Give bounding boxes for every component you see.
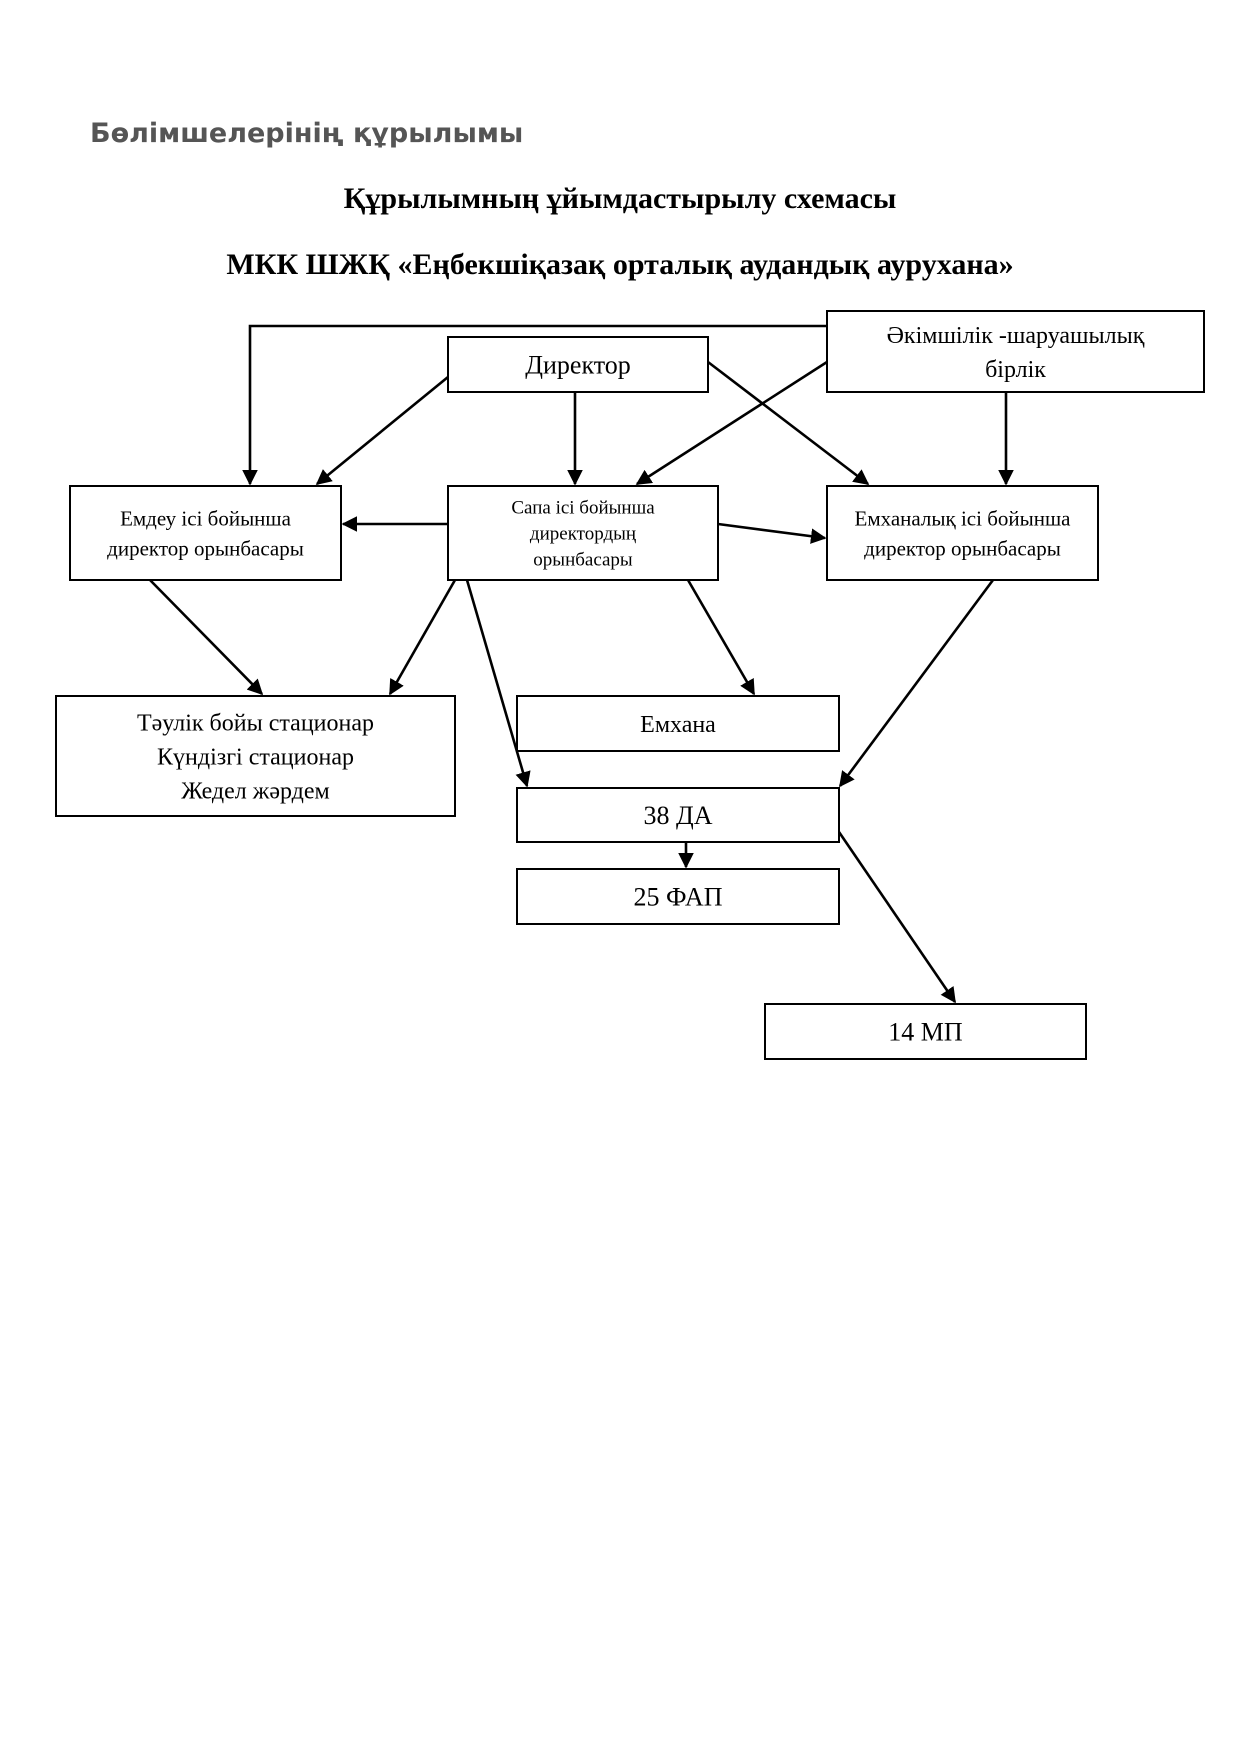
- node-label-deputy_quality-0: Сапа ісі бойынша: [511, 498, 655, 519]
- node-box-deputy_treatment: [69, 485, 342, 581]
- section-heading: Бөлімшелерінің құрылымы: [90, 118, 524, 149]
- node-admin: Әкімшілік -шаруашылық бірлік: [826, 310, 1205, 393]
- node-box-stationary: [55, 695, 456, 817]
- node-label-deputy_quality-1: директордың: [530, 524, 636, 545]
- organization-title: МКК ШЖҚ «Еңбекшіқазақ орталық аудандық а…: [226, 248, 1014, 281]
- node-label-deputy_polyclinic-0: Емханалық ісі бойынша: [855, 506, 1072, 530]
- arrow-deputy_quality-to-polyclinic: [686, 579, 756, 696]
- arrow-da-to-mp: [837, 831, 957, 1004]
- node-label-director-0: Директор: [525, 351, 631, 380]
- node-deputy_polyclinic: Емханалық ісі бойынша директор орынбасары: [826, 485, 1099, 581]
- node-deputy_treatment: Емдеу ісі бойынша директор орынбасары: [69, 485, 342, 581]
- arrow-director-to-deputy_polyclinic: [707, 360, 870, 486]
- node-label-stationary-2: Жедел жәрдем: [181, 778, 329, 804]
- arrow-admin-to-deputy_treatment: [242, 324, 827, 486]
- node-da: 38 ДА: [516, 787, 840, 843]
- node-fap: 25 ФАП: [516, 868, 840, 925]
- node-label-admin-0: Әкімшілік -шаруашылық: [887, 323, 1145, 349]
- node-box-director: [447, 336, 709, 393]
- node-box-deputy_quality: [447, 485, 719, 581]
- node-label-deputy_treatment-0: Емдеу ісі бойынша: [120, 506, 292, 530]
- node-box-polyclinic: [516, 695, 840, 752]
- node-label-deputy_treatment-1: директор орынбасары: [107, 536, 304, 560]
- arrow-admin-to-deputy_quality: [635, 360, 828, 486]
- node-label-stationary-0: Тәулік бойы стационар: [137, 710, 374, 736]
- node-box-admin: [826, 310, 1205, 393]
- node-label-deputy_polyclinic-1: директор орынбасары: [864, 536, 1061, 560]
- arrow-deputy_quality-to-deputy_polyclinic: [717, 522, 827, 544]
- node-deputy_quality: Сапа ісі бойынша директордың орынбасары: [447, 485, 719, 581]
- arrow-deputy_quality-to-da: [465, 579, 531, 788]
- arrow-deputy_polyclinic-to-da: [838, 579, 995, 788]
- node-box-deputy_polyclinic: [826, 485, 1099, 581]
- node-label-deputy_quality-2: орынбасары: [533, 550, 633, 571]
- arrow-deputy_treatment-to-stationary: [149, 579, 264, 696]
- node-polyclinic: Емхана: [516, 695, 840, 752]
- arrow-deputy_quality-to-stationary: [388, 579, 457, 696]
- page-title: Құрылымның ұйымдастырылу схемасы: [343, 182, 897, 215]
- node-label-polyclinic-0: Емхана: [640, 712, 716, 738]
- node-label-mp-0: 14 МП: [888, 1018, 963, 1047]
- node-box-mp: [764, 1003, 1087, 1060]
- node-label-da-0: 38 ДА: [643, 801, 712, 830]
- node-box-fap: [516, 868, 840, 925]
- node-label-admin-1: бірлік: [985, 357, 1046, 383]
- node-label-stationary-1: Күндізгі стационар: [157, 744, 354, 770]
- node-director: Директор: [447, 336, 709, 393]
- node-mp: 14 МП: [764, 1003, 1087, 1060]
- node-label-fap-0: 25 ФАП: [634, 883, 723, 912]
- node-box-da: [516, 787, 840, 843]
- arrow-director-to-deputy_treatment: [315, 375, 449, 486]
